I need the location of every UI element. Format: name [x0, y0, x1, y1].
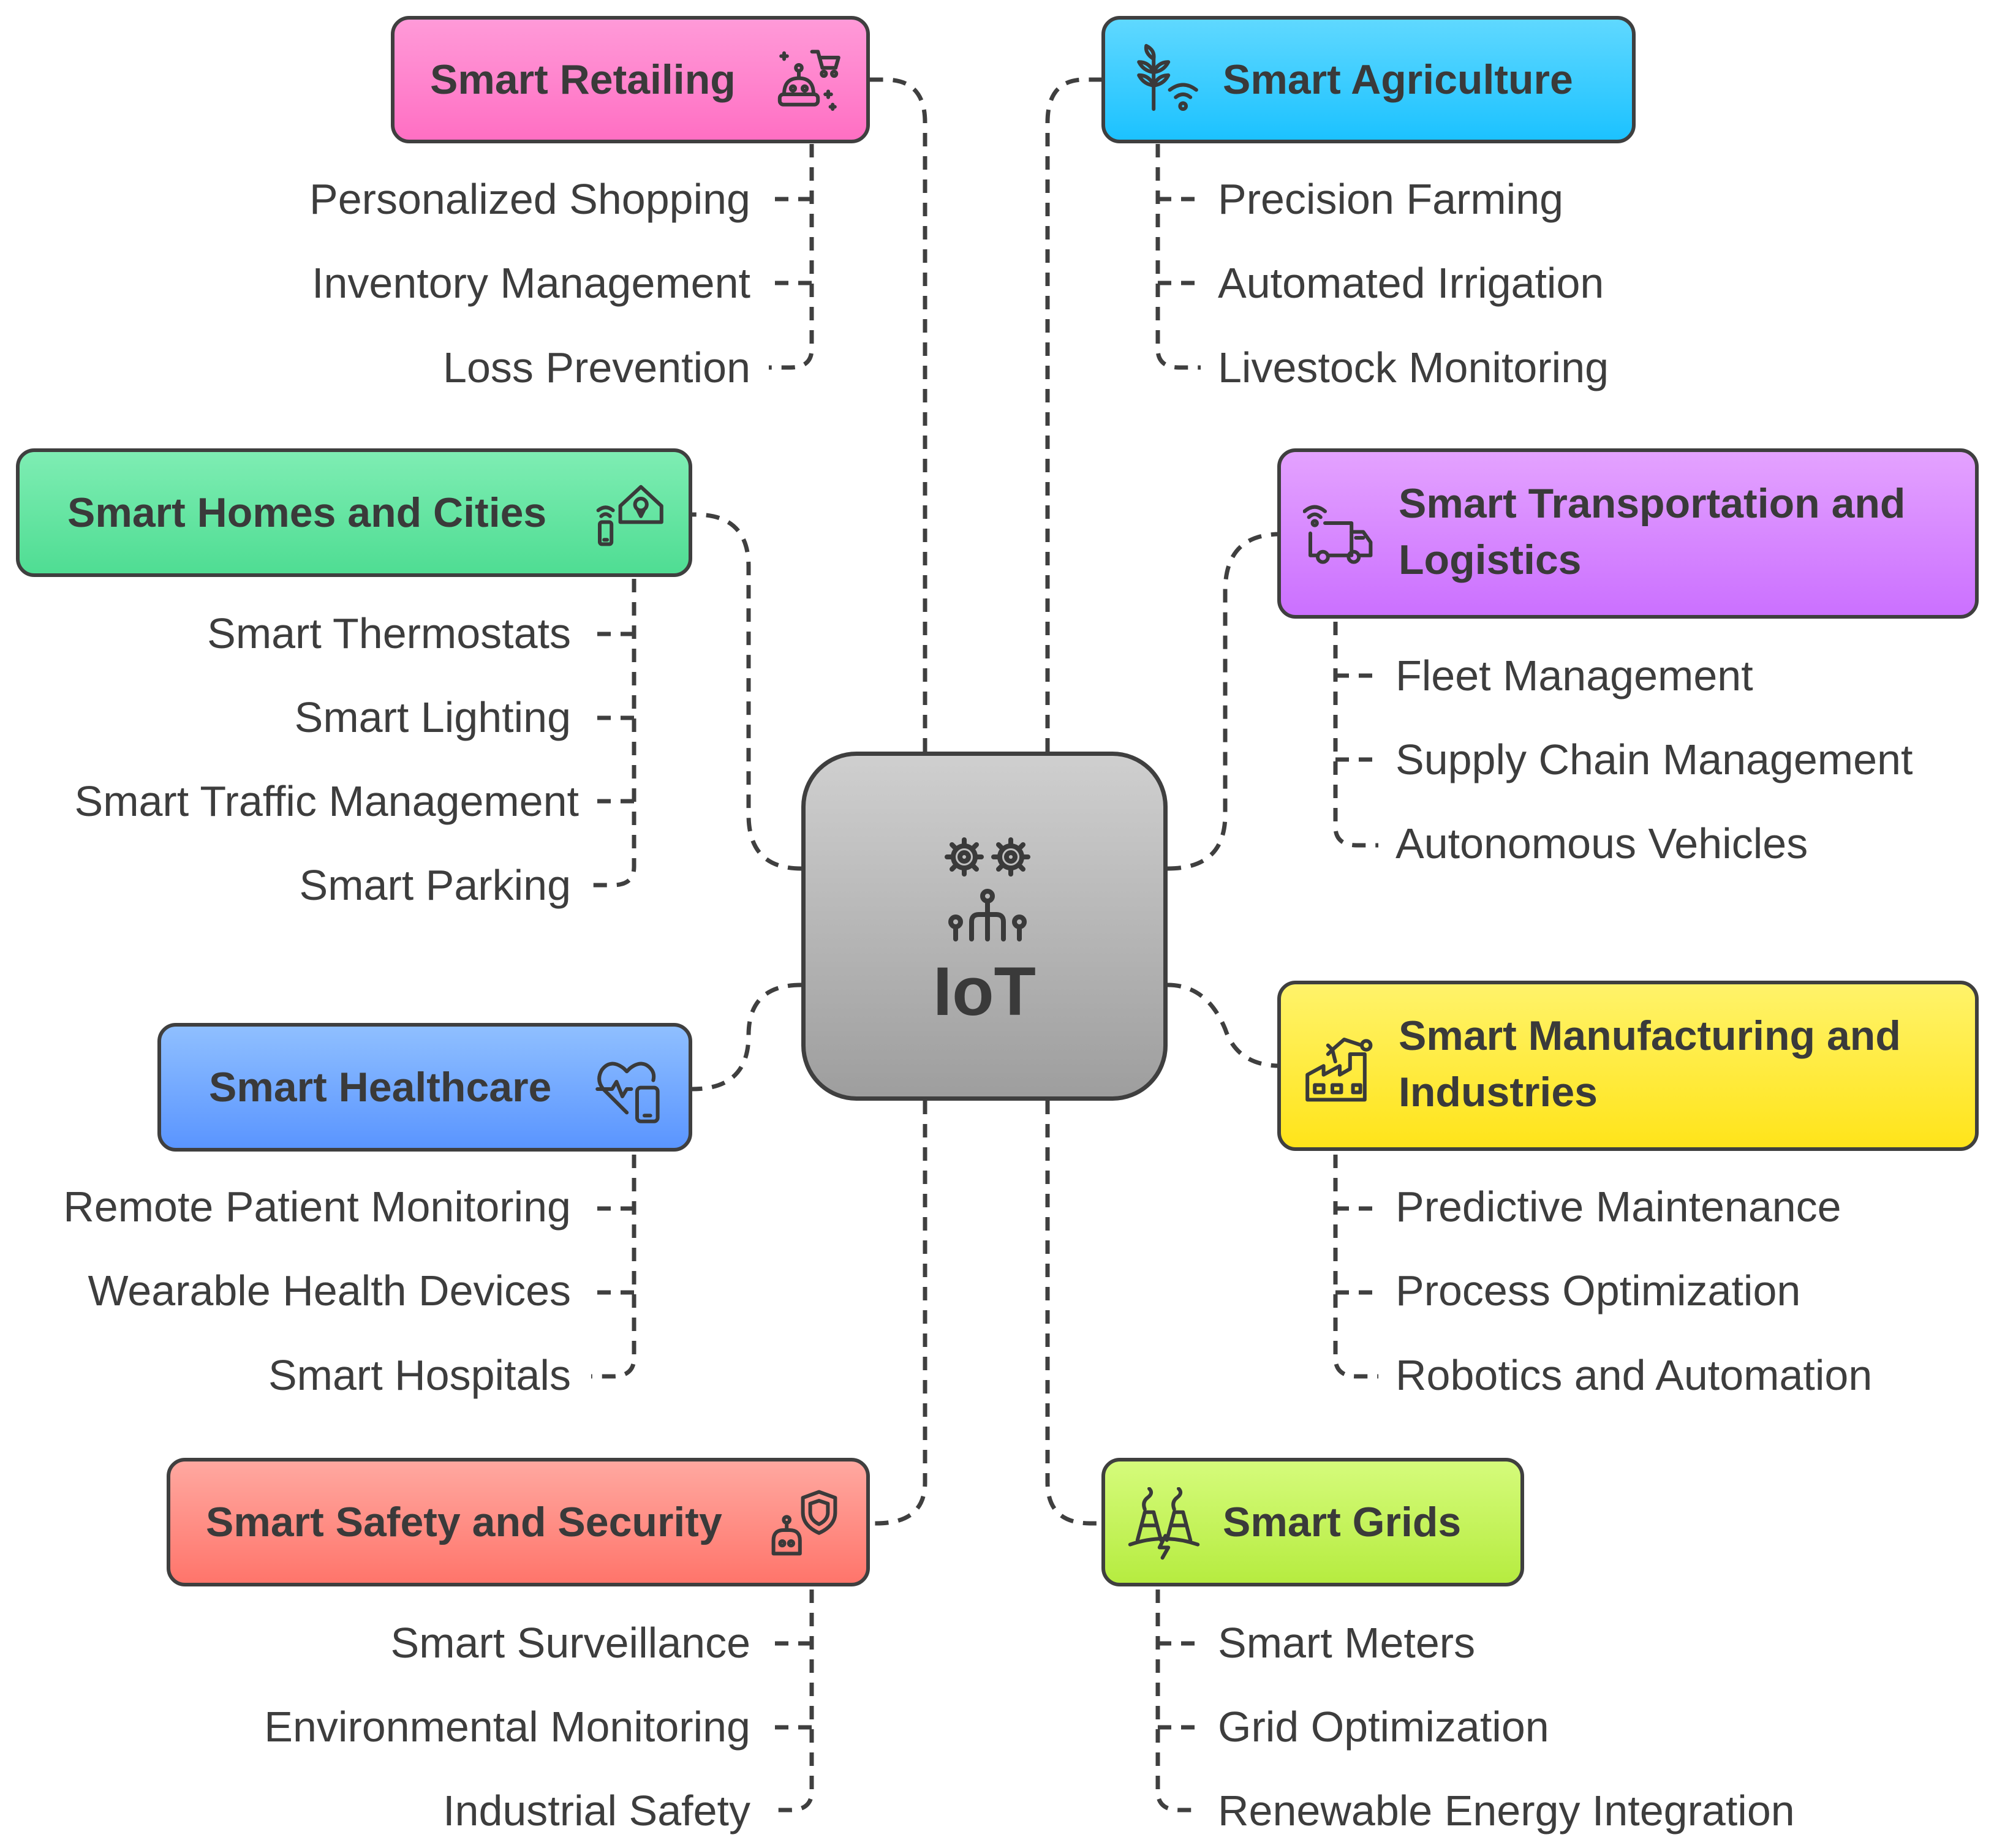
retailing-tree	[769, 144, 814, 370]
list-item: Autonomous Vehicles	[1395, 820, 1808, 867]
category-title-grids: Smart Grids	[1223, 1499, 1462, 1545]
connected-truck-icon	[1302, 501, 1377, 575]
list-item: Smart Surveillance	[390, 1619, 750, 1667]
gears-circuit-icon	[927, 826, 1050, 949]
smart-home-icon	[592, 477, 666, 550]
connector-transportation	[1167, 532, 1281, 871]
category-title-retailing: Smart Retailing	[430, 56, 736, 103]
homes-tree	[591, 579, 636, 888]
list-item: Precision Farming	[1218, 175, 1564, 223]
category-title-manufacturing-line1: Smart Manufacturing and	[1399, 1013, 1901, 1059]
list-item: Process Optimization	[1395, 1267, 1801, 1314]
agriculture-tree	[1155, 144, 1201, 370]
shopping-robot-icon	[769, 43, 843, 116]
healthcare-tree	[591, 1155, 636, 1379]
category-box-retailing: Smart Retailing	[391, 16, 870, 143]
category-title-transportation-line1: Smart Transportation and	[1399, 480, 1906, 527]
grids-tree	[1155, 1590, 1201, 1812]
list-item: Smart Parking	[299, 861, 571, 909]
category-box-homes: Smart Homes and Cities	[16, 448, 692, 577]
list-item: Grid Optimization	[1218, 1703, 1549, 1751]
category-box-agriculture: Smart Agriculture	[1101, 16, 1636, 143]
list-item: Loss Prevention	[443, 344, 750, 391]
safety-tree	[769, 1590, 814, 1812]
transportation-tree	[1333, 622, 1378, 848]
list-item: Predictive Maintenance	[1395, 1183, 1841, 1231]
category-box-manufacturing: Smart Manufacturing and Industries	[1277, 981, 1979, 1151]
manufacturing-tree	[1333, 1155, 1378, 1379]
list-item: Smart Lighting	[294, 693, 571, 741]
connector-agriculture	[1045, 77, 1103, 752]
list-item: Renewable Energy Integration	[1218, 1787, 1795, 1835]
list-item: Smart Hospitals	[268, 1351, 571, 1399]
list-item: Personalized Shopping	[309, 175, 750, 223]
list-item: Smart Traffic Management	[74, 777, 580, 825]
list-item: Wearable Health Devices	[88, 1267, 571, 1314]
heart-phone-icon	[593, 1052, 667, 1126]
connector-grids	[1045, 1101, 1103, 1526]
list-item: Environmental Monitoring	[264, 1703, 750, 1751]
plant-wifi-icon	[1127, 43, 1201, 116]
list-item: Fleet Management	[1395, 652, 1753, 700]
list-item: Automated Irrigation	[1218, 259, 1604, 307]
category-title-transportation-line2: Logistics	[1399, 537, 1582, 583]
category-title-safety: Smart Safety and Security	[206, 1499, 722, 1545]
connector-safety	[870, 1101, 927, 1526]
list-item: Supply Chain Management	[1395, 736, 1913, 783]
category-box-healthcare: Smart Healthcare	[157, 1023, 692, 1152]
connector-manufacturing	[1167, 982, 1281, 1068]
category-title-agriculture: Smart Agriculture	[1223, 56, 1573, 103]
list-item: Inventory Management	[312, 259, 750, 307]
power-plant-icon	[1127, 1487, 1201, 1561]
center-node-iot: IoT	[801, 752, 1168, 1101]
list-item: Robotics and Automation	[1395, 1351, 1873, 1399]
connector-homes	[692, 512, 802, 871]
list-item: Remote Patient Monitoring	[63, 1183, 571, 1231]
list-item: Smart Meters	[1218, 1619, 1476, 1667]
connector-retailing	[870, 77, 927, 752]
list-item: Smart Thermostats	[207, 609, 571, 657]
connector-healthcare	[692, 982, 802, 1092]
category-box-safety: Smart Safety and Security	[167, 1458, 870, 1586]
category-title-homes: Smart Homes and Cities	[67, 489, 547, 536]
category-box-grids: Smart Grids	[1101, 1458, 1524, 1586]
list-item: Industrial Safety	[443, 1787, 750, 1835]
robot-shield-icon	[768, 1486, 841, 1559]
category-title-healthcare: Smart Healthcare	[209, 1064, 552, 1111]
factory-robot-arm-icon	[1303, 1032, 1377, 1106]
category-title-manufacturing-line2: Industries	[1399, 1069, 1598, 1115]
list-item: Livestock Monitoring	[1218, 344, 1609, 391]
center-label: IoT	[933, 953, 1036, 1030]
category-box-transportation: Smart Transportation and Logistics	[1277, 448, 1979, 619]
